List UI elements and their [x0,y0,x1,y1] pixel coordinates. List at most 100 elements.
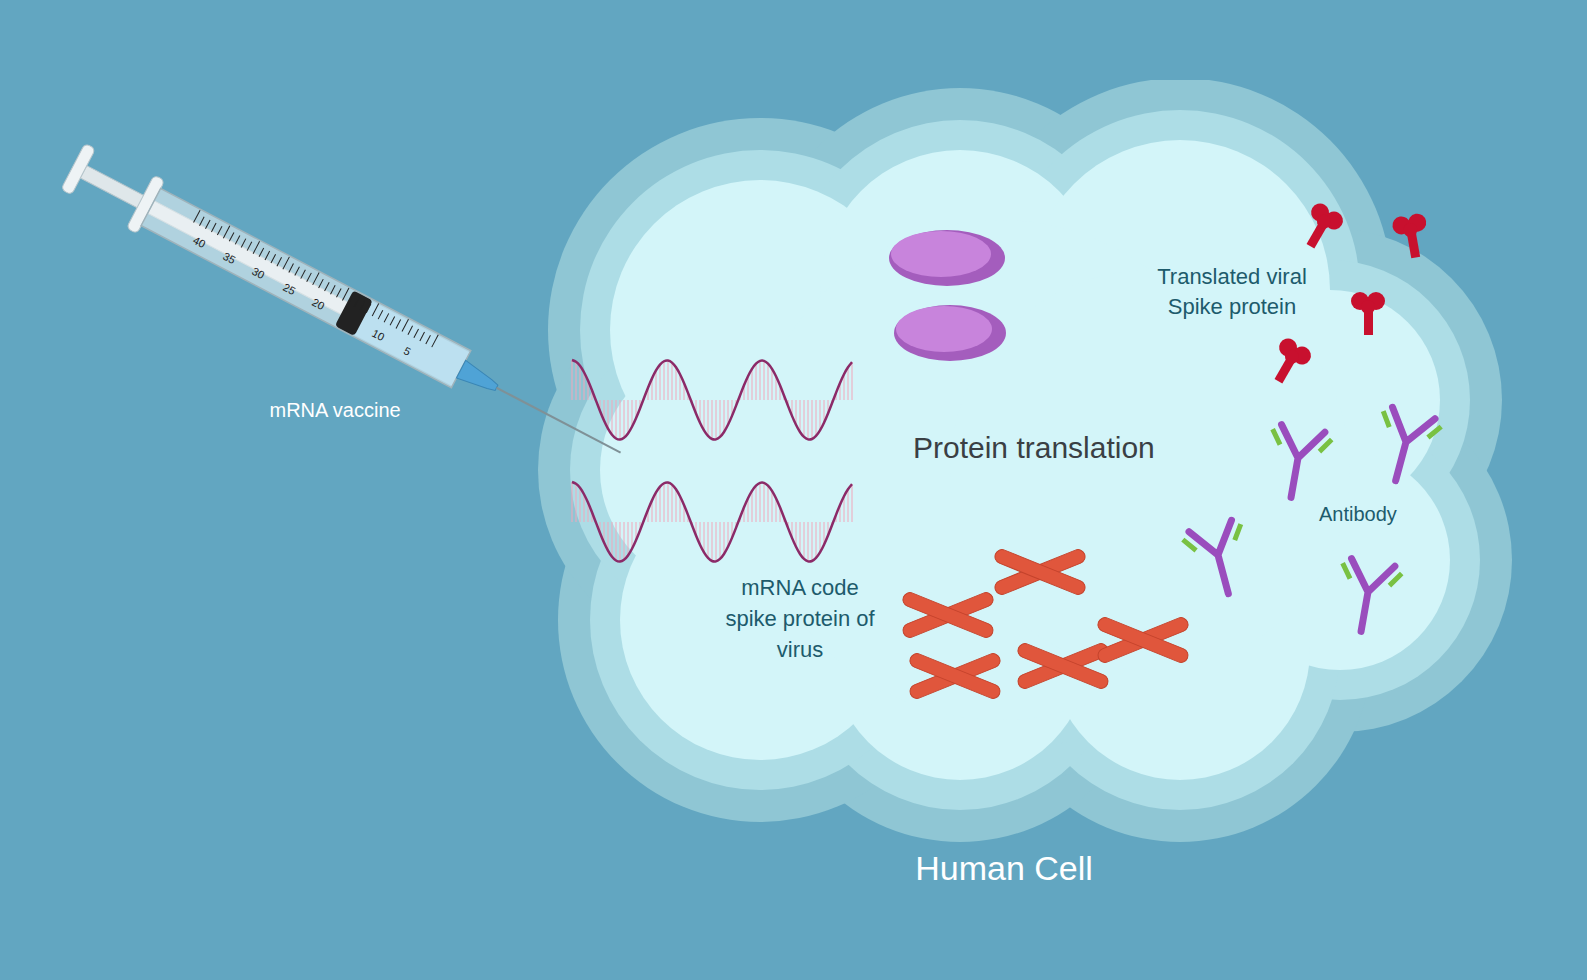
base-hatch [720,522,721,559]
tick [205,220,210,229]
base-hatch [572,482,573,522]
protein-strand [908,652,1002,701]
base-hatch [800,400,801,432]
base-hatch [716,400,717,440]
base-hatch [764,360,765,400]
protein-chain [908,652,1002,701]
tick [229,232,234,241]
base-hatch [712,400,713,439]
mrna-strand [572,482,852,562]
base-hatch [608,522,609,551]
base-hatch [800,522,801,554]
hub [456,360,501,396]
base-hatch [580,487,581,522]
protein-strand [1096,616,1190,665]
tick [223,226,229,238]
base-hatch [804,522,805,559]
base-hatch [756,485,757,522]
ribosome-subunit [889,230,1005,286]
base-hatch [632,522,633,549]
tick [307,273,312,282]
tick [420,332,425,341]
base-hatch [668,360,669,400]
tick [348,295,353,304]
base-hatch [820,522,821,553]
base-hatch [768,485,769,522]
mrna-backbone [572,482,852,562]
base-hatch [816,522,817,558]
stopper [335,290,373,336]
barrel [141,188,471,387]
cell-layer [570,110,1480,810]
base-hatch [628,522,629,556]
antibody-y [1189,520,1250,599]
base-hatch [772,368,773,400]
cell-layer [600,140,1450,780]
base-hatch [768,363,769,400]
base-hatch [704,522,705,553]
antibody-light-chain [1270,429,1332,453]
base-hatch [664,483,665,522]
mrna-backbone [572,360,852,440]
base-hatch [660,486,661,522]
base-hatch [808,400,809,440]
mrna-label: mRNA code spike protein of virus [715,572,885,665]
base-hatch [612,400,613,435]
antibody-y [1374,407,1435,486]
antibody-symbol [1181,518,1257,601]
tick [408,326,413,335]
protein-strand [1096,616,1190,665]
ribosome-subunit [894,305,1006,361]
vaccine-label: mRNA vaccine [270,398,401,422]
protein-strand [901,591,995,640]
antibody-symbol [1332,557,1403,636]
ribosome-body [896,306,992,352]
base-hatch [576,483,577,522]
tick [247,242,252,251]
antibody-symbol [1262,423,1333,502]
base-hatch [608,400,609,429]
base-hatch [572,360,573,400]
tick [253,241,259,253]
protein-chain [993,548,1087,597]
base-hatch [704,400,705,431]
cell-cloud [500,80,1520,910]
base-hatch [772,490,773,522]
tick [235,236,240,245]
antibody-symbol [1367,405,1443,488]
tick [384,313,389,322]
tick [289,264,294,273]
base-hatch [852,362,853,400]
tick [295,267,300,276]
tick [342,288,348,300]
base-hatch [708,400,709,436]
tick [211,223,216,232]
cell-lobe [950,270,1350,670]
tick [390,316,395,325]
tick [241,239,246,248]
process-label: Protein translation [913,430,1155,466]
ribosome-body [891,231,991,277]
base-hatch [668,482,669,522]
base-hatch [816,400,817,436]
plunger-thumb [61,143,96,195]
base-hatch [576,361,577,400]
base-hatch [752,368,753,400]
base-hatch [760,482,761,522]
base-hatch [712,522,713,561]
base-hatch [616,400,617,439]
base-hatch [624,400,625,438]
base-hatch [656,492,657,522]
tick [283,257,289,269]
protein-strand [1016,642,1110,691]
base-hatch [612,522,613,557]
tick [217,226,222,235]
protein-strand [1016,642,1110,691]
base-hatch [820,400,821,431]
protein-chain [901,591,995,640]
base-hatch [708,522,709,558]
base-hatch [656,370,657,400]
base-hatch [672,362,673,400]
tick [194,210,200,222]
